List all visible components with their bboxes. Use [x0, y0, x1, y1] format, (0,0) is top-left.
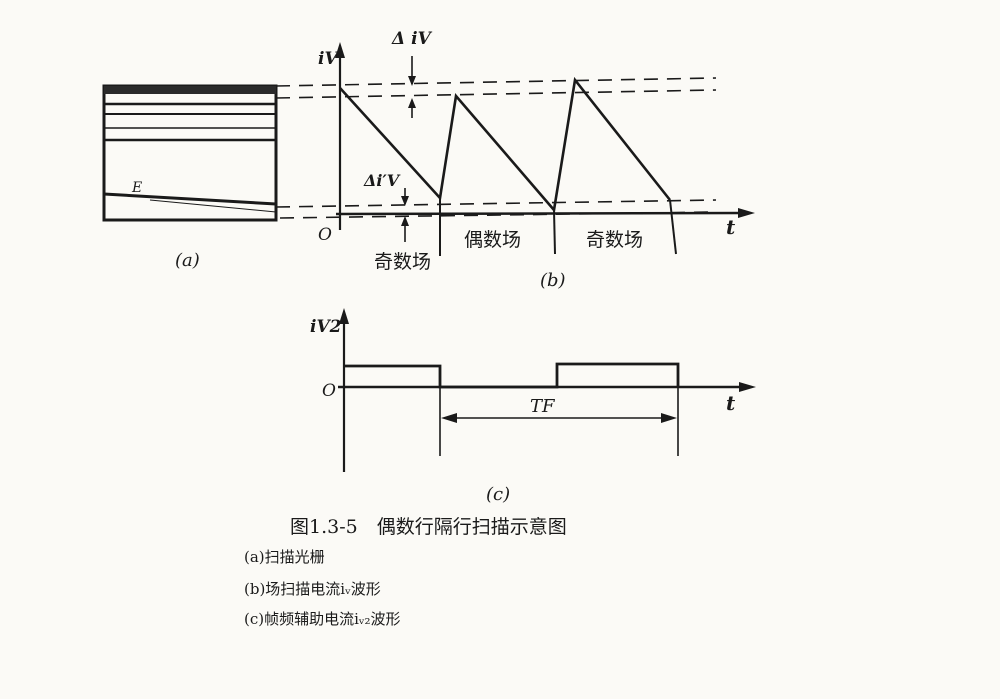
- panel-c-axes: [338, 308, 756, 472]
- panel-b-y-label: iV: [318, 49, 339, 69]
- raster-retrace-line: [103, 192, 277, 206]
- dashed-line-top-peak: [275, 77, 717, 87]
- period-marker: [439, 387, 679, 456]
- panel-b-x-axis: [335, 211, 746, 216]
- panel-b-y-arrow: [335, 42, 345, 58]
- field-boundary-ticks: [439, 198, 677, 256]
- dashed-line-low-2: [279, 211, 717, 219]
- dashed-line-low-1: [275, 199, 717, 208]
- panel-b-x-arrow: [738, 208, 755, 218]
- panel-b-origin-label: O: [318, 225, 332, 245]
- period-label: TF: [530, 396, 556, 417]
- panel-b-axes: [335, 42, 755, 230]
- sawtooth-waveform: [339, 76, 672, 213]
- panel-c-y-arrow: [339, 308, 349, 324]
- delta-iv-lower-arrow: [408, 98, 416, 108]
- period-right-arrow: [661, 413, 677, 423]
- delta-iv-prime-lower-arrow: [401, 216, 409, 226]
- delta-iv-marker: [408, 56, 416, 118]
- panel-b-label: (b): [540, 270, 566, 291]
- sub-caption-a: (a)扫描光栅: [244, 548, 325, 566]
- panel-a-label: (a): [175, 250, 200, 271]
- panel-c-origin-label: O: [322, 381, 336, 401]
- period-left-arrow: [441, 413, 457, 423]
- panel-a-raster: [102, 84, 278, 222]
- panel-b-x-label: t: [726, 215, 736, 239]
- field-label-even: 偶数场: [464, 229, 521, 251]
- field-boundary-3: [669, 199, 677, 255]
- panel-c-label: (c): [486, 484, 510, 505]
- field-label-odd-1: 奇数场: [374, 251, 431, 273]
- figure-caption: 图1.3-5 偶数行隔行扫描示意图: [290, 516, 567, 538]
- sub-caption-c: (c)帧频辅助电流iᵥ₂波形: [244, 610, 401, 628]
- panel-c-x-label: t: [726, 391, 736, 415]
- field-boundary-2: [553, 209, 556, 255]
- square-waveform: [344, 362, 680, 389]
- panel-c-y-label: iV2: [310, 317, 342, 337]
- delta-iv-label: Δ iV: [391, 29, 433, 49]
- raster-retrace-line-2: [149, 199, 277, 213]
- reference-dashed-lines: [275, 77, 717, 219]
- panel-c-x-arrow: [739, 382, 756, 392]
- delta-iv-prime-marker: [401, 188, 409, 242]
- sub-caption-b: (b)场扫描电流iᵥ波形: [244, 580, 381, 598]
- delta-iv-prime-upper-arrow: [401, 196, 409, 206]
- delta-iv-prime-label: Δi′V: [363, 171, 401, 190]
- raster-mark-e: E: [131, 180, 142, 196]
- raster-top-band: [104, 86, 276, 94]
- delta-iv-upper-arrow: [408, 76, 416, 86]
- field-label-odd-2: 奇数场: [586, 229, 643, 251]
